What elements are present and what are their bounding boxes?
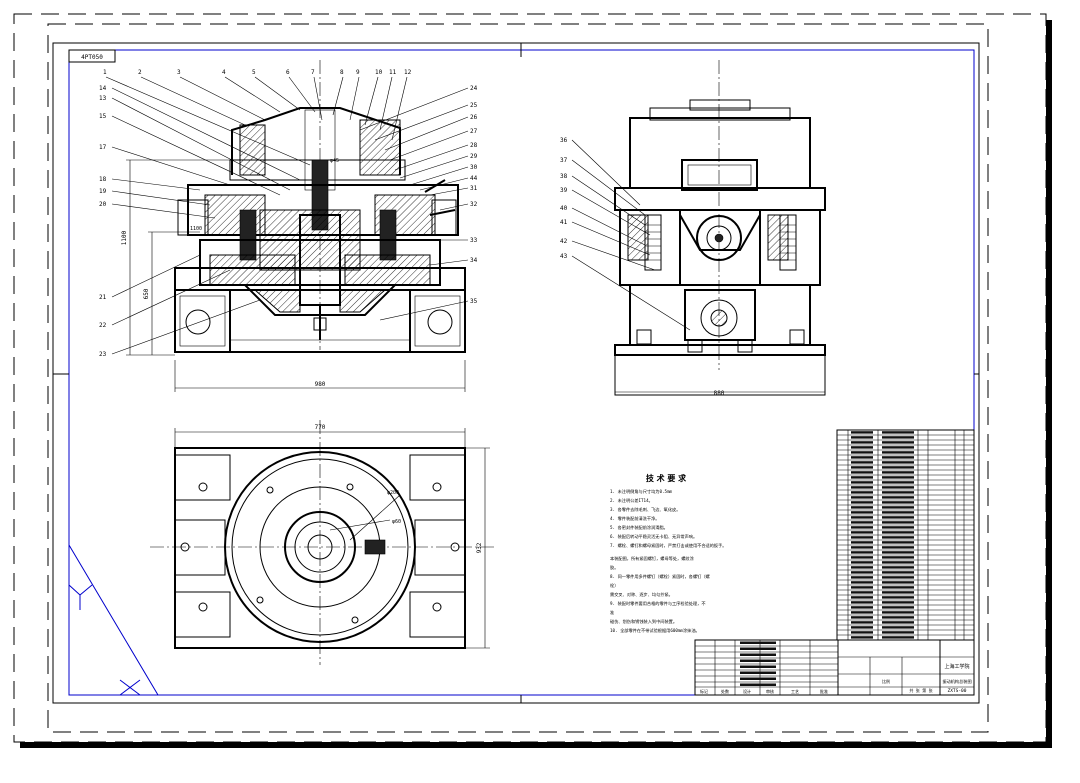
tech-requirements: 技 术 要 求 1. 未注明倒角与尺寸均为0.5mm 2. 未注明公差IT14。… [610,473,726,634]
svg-text:1. 未注明倒角与尺寸均为0.5mm: 1. 未注明倒角与尺寸均为0.5mm [610,488,673,495]
svg-text:41: 41 [560,219,568,226]
svg-text:33: 33 [470,237,478,244]
unit-name: 上海工学院 [944,663,969,670]
svg-text:5: 5 [252,69,256,76]
svg-text:13: 13 [99,95,107,102]
process: 工艺 [791,689,799,694]
tech-title: 技 术 要 求 [646,473,687,483]
svg-text:37: 37 [560,157,568,164]
callouts-side: 36 37 38 39 40 41 42 43 [560,137,691,331]
svg-text:7: 7 [311,69,315,76]
plan-annot-a: φ200 [387,490,399,496]
svg-text:29: 29 [470,153,478,160]
svg-text:11: 11 [389,69,397,76]
svg-text:栓）: 栓） [610,582,618,589]
side-view [614,60,826,396]
svg-text:28: 28 [470,142,478,149]
mark-b: 处数 [721,688,729,694]
svg-text:21: 21 [99,294,107,301]
svg-text:2. 未注明公差IT14。: 2. 未注明公差IT14。 [610,497,653,504]
svg-text:6: 6 [286,69,290,76]
svg-text:22: 22 [99,322,107,329]
drawing-no: ZXTS-00 [948,688,967,694]
svg-text:7. 螺栓、螺钉和螺母紧固时，严禁打击或使用不合适的扳手。: 7. 螺栓、螺钉和螺母紧固时，严禁打击或使用不合适的扳手。 [610,542,726,549]
svg-text:43: 43 [560,253,568,260]
svg-text:14: 14 [99,85,107,92]
svg-text:本装配图，所有紧固螺钉，螺母等处，螺纹涂: 本装配图，所有紧固螺钉，螺母等处，螺纹涂 [610,555,695,562]
checker: 审核 [766,688,774,694]
side-label: 1100 [190,226,202,232]
plan-annot-b: φ60 [392,519,401,525]
svg-text:3. 各零件去除毛刺、飞边、氧化皮。: 3. 各零件去除毛刺、飞边、氧化皮。 [610,506,680,513]
svg-text:39: 39 [560,187,568,194]
svg-text:18: 18 [99,176,107,183]
svg-text:碰伤、划伤和锈蚀装入到中间装置。: 碰伤、划伤和锈蚀装入到中间装置。 [610,618,677,625]
svg-text:30: 30 [470,164,478,171]
svg-text:25: 25 [470,102,478,109]
plan-view [150,420,495,665]
sheet-label: 共 张 第 张 [909,687,932,693]
parts-list [836,429,975,641]
scale-label: 比例 [882,678,890,684]
dim-side-width: 880 [714,390,725,397]
sheet-paper [14,14,1046,742]
svg-text:4. 零件装配前清洗干净。: 4. 零件装配前清洗干净。 [610,515,659,522]
svg-text:31: 31 [470,185,478,192]
svg-text:1: 1 [103,69,107,76]
svg-text:44: 44 [470,175,478,182]
svg-text:6. 装配后转动平稳灵活无卡阻、无异常声响。: 6. 装配后转动平稳灵活无卡阻、无异常声响。 [610,533,697,540]
corner-triangle [68,544,159,696]
svg-text:2: 2 [138,69,142,76]
designer: 设计 [743,688,751,694]
callouts-right: 24 25 26 27 28 29 30 31 32 33 34 35 44 [359,85,478,321]
dim-front-height-b: 650 [143,288,150,299]
svg-text:24: 24 [470,85,478,92]
svg-text:34: 34 [470,257,478,264]
svg-text:8: 8 [340,69,344,76]
svg-text:40: 40 [560,205,568,212]
inner-dashed-border [47,23,989,733]
svg-text:12: 12 [404,69,412,76]
svg-text:20: 20 [99,201,107,208]
svg-text:15: 15 [99,113,107,120]
svg-text:4: 4 [222,69,226,76]
dim-front-height-a: 1100 [121,230,128,245]
svg-text:9: 9 [356,69,360,76]
title-block: 上海工学院 振动机构总装图 ZXTS-00 比例 共 张 第 张 标记 处数 设… [694,639,975,696]
drawing-name: 振动机构总装图 [942,678,971,685]
svg-text:35: 35 [470,298,478,305]
svg-text:23: 23 [99,351,107,358]
svg-text:需交叉、对称、逐步、均匀拧紧。: 需交叉、对称、逐步、均匀拧紧。 [610,591,673,598]
svg-text:36: 36 [560,137,568,144]
dim-plan-width: 770 [315,424,326,431]
svg-text:9. 装配时零件要用合格的零件与工序检验处理，不: 9. 装配时零件要用合格的零件与工序检验处理，不 [610,600,706,607]
code-box-text: 4PT050 [81,54,103,61]
svg-text:17: 17 [99,144,107,151]
svg-text:准: 准 [610,609,614,616]
svg-text:胶。: 胶。 [610,564,618,571]
svg-text:32: 32 [470,201,478,208]
callouts-top: 1 2 3 4 5 6 7 8 9 10 11 12 [103,69,412,166]
callouts-left: 14 13 15 17 18 19 20 21 22 23 [99,85,301,358]
svg-text:3: 3 [177,69,181,76]
svg-text:38: 38 [560,173,568,180]
dim-front-width: 980 [315,381,326,388]
outer-dashed-border [13,13,1047,743]
svg-text:19: 19 [99,188,107,195]
svg-text:10. 全部零件在不带试验根据用600mm涂抹油。: 10. 全部零件在不带试验根据用600mm涂抹油。 [610,627,700,634]
svg-text:5. 各密封件装配前涂润滑脂。: 5. 各密封件装配前涂润滑脂。 [610,524,668,531]
code-box [68,49,116,63]
svg-text:26: 26 [470,114,478,121]
drawing-frame-outer [52,42,980,704]
svg-text:8. 同一零件用多件螺钉（螺栓）紧固时，各螺钉（螺: 8. 同一零件用多件螺钉（螺栓）紧固时，各螺钉（螺 [610,573,710,580]
approve: 批准 [820,688,828,694]
inner-label: φ45 [330,158,339,164]
mark-a: 标记 [700,688,708,694]
svg-text:27: 27 [470,128,478,135]
dim-plan-height: 932 [476,542,483,553]
svg-text:42: 42 [560,238,568,245]
svg-text:10: 10 [375,69,383,76]
